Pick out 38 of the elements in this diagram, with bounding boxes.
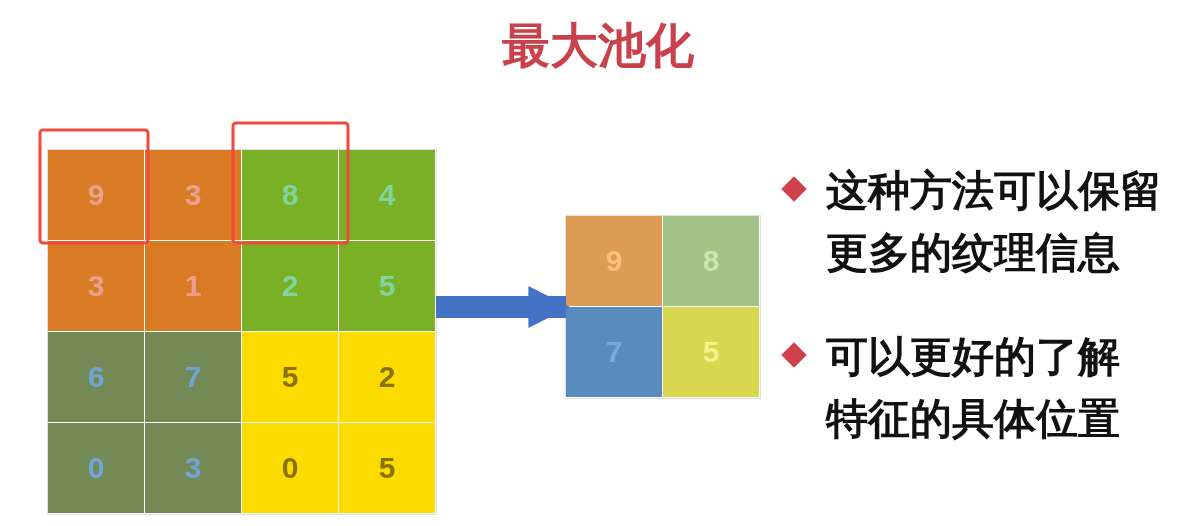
node-label: 5	[378, 269, 396, 302]
node-label: 8	[281, 178, 299, 211]
value-cell: 3	[48, 241, 144, 331]
node-label: 3	[87, 269, 105, 302]
value-cell: 3	[145, 423, 241, 513]
value-grid	[566, 216, 760, 398]
node-label: 1	[184, 269, 202, 302]
value-cell: 7	[145, 332, 241, 422]
value-cell: 5	[242, 332, 338, 422]
value-cell: 1	[145, 241, 241, 331]
node-label: 0	[281, 451, 299, 484]
value-cell: 2	[242, 241, 338, 331]
node-label: 6	[87, 360, 105, 393]
value-cell: 8	[242, 150, 338, 240]
node-label: 3	[184, 451, 202, 484]
node-label: 5	[378, 451, 396, 484]
bullet-text: 这种方法可以保留更多的纹理信息	[826, 165, 1163, 279]
value-cell: 9	[48, 150, 144, 240]
value-cell: 0	[48, 423, 144, 513]
value-cell: 2	[339, 332, 435, 422]
node-label: 5	[281, 360, 299, 393]
arrow	[436, 286, 571, 328]
value-cell: 4	[339, 150, 435, 240]
bullet-text: 可以更好的了解特征的具体位置	[826, 331, 1121, 445]
value-cell: 6	[48, 332, 144, 422]
value-grid	[48, 150, 436, 514]
value-cell: 0	[242, 423, 338, 513]
node-label: 3	[184, 178, 202, 211]
node-label: 4	[378, 178, 396, 211]
value-cell: 5	[339, 423, 435, 513]
node-label: 7	[184, 360, 202, 393]
value-cell: 5	[663, 307, 759, 397]
node-label: 0	[87, 451, 105, 484]
node-label: 2	[378, 360, 396, 393]
value-cell: 5	[339, 241, 435, 331]
node-label: 2	[281, 269, 299, 302]
value-cell: 3	[145, 150, 241, 240]
title: 最大池化	[501, 16, 695, 75]
